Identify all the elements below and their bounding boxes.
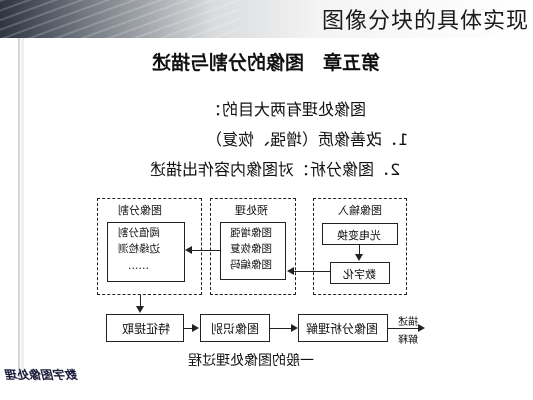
group-preprocessing-label-text: 预处理 <box>235 204 268 217</box>
digitize-label: 数字化 <box>343 266 376 282</box>
input-to-preprocess-line <box>294 271 330 272</box>
preprocessing-line-1: 图像增强 <box>230 225 272 241</box>
segmentation-line-2: 边缘检测 <box>118 241 160 257</box>
preprocess-to-segment-line <box>192 250 220 251</box>
output-explain-text: 解释 <box>398 335 418 346</box>
slide-item-1: 1．改善像质（增强、恢复） <box>206 126 408 150</box>
photoelectric-label: 光电变换 <box>337 227 381 243</box>
preprocessing-line-2-text: 图像恢复 <box>230 243 272 255</box>
recognition-to-analysis-arrow <box>291 324 298 332</box>
input-connector <box>359 245 360 255</box>
photoelectric-label-text: 光电变换 <box>337 229 381 242</box>
feature-extraction-label-text: 特征提取 <box>122 322 171 336</box>
segmentation-line-1: 阈值分割 <box>118 225 160 241</box>
group-image-input-label-text: 图像输入 <box>338 204 382 217</box>
slide-item-1-text: 1．改善像质（增强、恢复） <box>206 130 409 149</box>
analysis-output-arrow <box>418 324 425 332</box>
course-logo: 数字图像处理 <box>6 366 100 386</box>
digitize-box <box>330 262 390 284</box>
slide-title: 第五章 图像的分割与描述 <box>152 48 380 75</box>
slide-intro: 图像处理有两大目的： <box>206 96 366 120</box>
header-decoration <box>0 0 240 38</box>
slide-title-text: 第五章 图像的分割与描述 <box>152 52 381 74</box>
header-band <box>0 0 533 38</box>
recognition-label: 图像识别 <box>211 320 259 337</box>
output-describe-text: 描述 <box>398 317 418 328</box>
analysis-label: 图像分析理解 <box>306 320 378 337</box>
preprocessing-line-2: 图像恢复 <box>230 241 272 257</box>
group-preprocessing <box>210 198 296 295</box>
group-image-input-label: 图像输入 <box>338 202 382 218</box>
output-describe-label: 描述 <box>398 313 418 328</box>
input-to-preprocess-arrow <box>287 267 294 275</box>
group-preprocessing-label: 预处理 <box>235 202 268 218</box>
recognition-box <box>200 314 270 342</box>
analysis-label-text: 图像分析理解 <box>306 322 379 336</box>
input-arrow <box>355 254 363 261</box>
slide-frame <box>21 38 24 378</box>
slide-item-2: 2．图像分析：对图像内容作出描述 <box>150 156 400 180</box>
page-title: 图像分块的具体实现 <box>321 9 529 34</box>
recognition-label-text: 图像识别 <box>211 322 260 336</box>
slide-left-rule <box>18 38 20 378</box>
preprocess-to-segment-arrow <box>185 246 192 254</box>
preprocessing-line-1-text: 图像增强 <box>230 227 272 239</box>
feature-to-recognition-arrow <box>192 324 199 332</box>
group-segmentation-label-text: 图像分割 <box>118 204 162 217</box>
photoelectric-box <box>322 223 398 245</box>
segmentation-methods-box <box>107 222 185 282</box>
preprocessing-line-3-text: 图像编码 <box>230 259 272 271</box>
output-explain-label: 解释 <box>398 331 418 346</box>
segmentation-line-3: …… <box>128 258 149 274</box>
feature-extraction-box <box>106 314 184 342</box>
segmentation-line-2-text: 边缘检测 <box>118 243 160 255</box>
group-segmentation <box>97 198 202 295</box>
preprocessing-methods-box <box>220 222 286 280</box>
preprocessing-line-3: 图像编码 <box>230 257 272 273</box>
feature-to-recognition-line <box>184 328 192 329</box>
recognition-to-analysis-line <box>270 328 291 329</box>
slide-item-2-text: 2．图像分析：对图像内容作出描述 <box>150 160 401 179</box>
slide-intro-text: 图像处理有两大目的： <box>206 100 367 119</box>
segment-to-feature-line <box>140 295 141 307</box>
analysis-box <box>298 314 388 342</box>
diagram-caption-text: 一般的图像处理过程 <box>188 353 314 369</box>
diagram-caption: 一般的图像处理过程 <box>188 350 314 370</box>
digitize-label-text: 数字化 <box>343 268 376 281</box>
analysis-output-line <box>388 328 418 329</box>
group-image-input <box>313 198 407 295</box>
segment-to-feature-arrow <box>136 306 144 313</box>
segmentation-line-3-text: …… <box>128 260 149 272</box>
feature-extraction-label: 特征提取 <box>122 320 170 337</box>
group-segmentation-label: 图像分割 <box>118 202 162 218</box>
segmentation-line-1-text: 阈值分割 <box>118 227 160 239</box>
course-logo-text: 数字图像处理 <box>6 368 79 382</box>
